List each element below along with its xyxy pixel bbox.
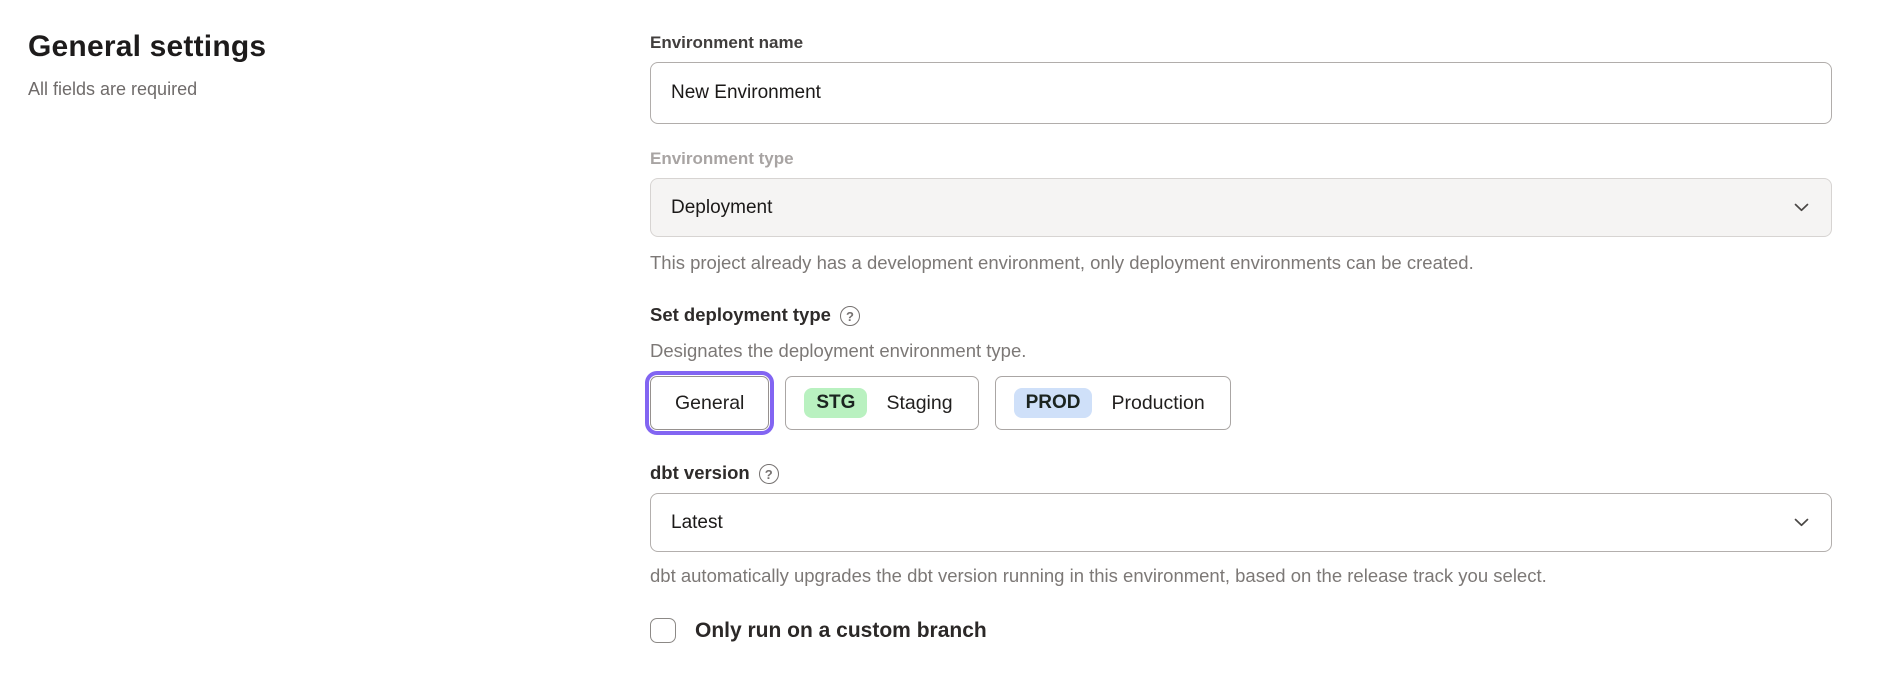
custom-branch-label[interactable]: Only run on a custom branch: [695, 619, 987, 642]
deployment-type-option-production-label: Production: [1111, 391, 1205, 414]
custom-branch-checkbox[interactable]: [650, 618, 676, 643]
dbt-version-value: Latest: [671, 511, 723, 533]
deployment-type-label-row: Set deployment type ?: [650, 304, 1832, 326]
help-icon[interactable]: ?: [839, 306, 860, 326]
deployment-type-option-general[interactable]: General: [644, 371, 775, 435]
deployment-type-option-production[interactable]: PROD Production: [994, 376, 1231, 430]
custom-branch-row: Only run on a custom branch: [650, 618, 1832, 643]
help-icon[interactable]: ?: [758, 464, 779, 484]
production-badge: PROD: [1013, 388, 1093, 418]
dbt-version-label-row: dbt version ?: [650, 462, 1832, 484]
chevron-down-icon: [1794, 518, 1809, 527]
environment-type-label: Environment type: [650, 149, 794, 168]
dbt-version-label: dbt version: [650, 462, 750, 483]
deployment-type-label: Set deployment type: [650, 304, 831, 325]
deployment-type-option-general-label: General: [675, 391, 745, 414]
environment-type-helper: This project already has a development e…: [650, 252, 1474, 273]
environment-name-label: Environment name: [650, 33, 804, 52]
page-title: General settings: [28, 30, 267, 63]
deployment-type-helper: Designates the deployment environment ty…: [650, 340, 1027, 361]
chevron-down-icon: [1794, 203, 1809, 212]
settings-intro: General settings All fields are required: [0, 0, 650, 100]
dbt-version-select[interactable]: Latest: [650, 493, 1832, 552]
dbt-version-helper: dbt automatically upgrades the dbt versi…: [650, 565, 1547, 586]
deployment-type-options: General STG Staging PROD Production: [644, 371, 1832, 435]
general-settings-page: General settings All fields are required…: [0, 0, 1832, 643]
environment-form: Environment name Environment type Deploy…: [644, 0, 1832, 643]
deployment-type-option-staging-label: Staging: [886, 391, 953, 414]
page-subtitle: All fields are required: [28, 79, 198, 99]
environment-name-input[interactable]: [650, 62, 1832, 124]
environment-type-value: Deployment: [671, 196, 773, 218]
staging-badge: STG: [804, 388, 868, 418]
environment-type-select: Deployment: [650, 178, 1832, 237]
deployment-type-option-staging[interactable]: STG Staging: [785, 376, 979, 430]
